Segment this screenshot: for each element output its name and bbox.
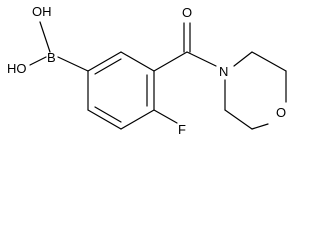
ring-bond-1 [87, 51, 122, 72]
ring-bond-2 [120, 51, 155, 72]
ring-bond-5 [87, 109, 122, 130]
carbonyl-group [153, 22, 217, 72]
atom-amide-nitrogen: N [219, 64, 228, 79]
morpholine-bond-1 [233, 51, 253, 67]
morpholine-bond-4 [251, 123, 269, 130]
morpholine-bond-5 [224, 109, 253, 130]
bond-b-oh-top [39, 21, 51, 53]
chemical-structure: OH HO B O N O F [7, 4, 287, 137]
bond-ring-carbonyl [153, 51, 188, 72]
benzene-ring [87, 51, 155, 130]
atom-boron: B [47, 50, 56, 65]
atom-fluorine: F [178, 122, 186, 137]
atom-ring-oxygen: O [276, 105, 286, 120]
morpholine-ring [224, 51, 287, 130]
ring-double-bond-bottom [94, 106, 122, 123]
morpholine-bond-2 [251, 51, 287, 72]
boronic-acid-group [29, 21, 89, 72]
bond-carbonyl-n [186, 51, 217, 67]
ring-double-bond-top [94, 58, 122, 75]
bond-ring-f [153, 109, 178, 124]
atom-oh-top: OH [32, 4, 52, 19]
ring-bond-4 [120, 109, 155, 130]
bond-b-ring [57, 56, 89, 72]
atom-carbonyl-oxygen: O [182, 5, 192, 20]
bond-b-oh-left [29, 56, 47, 66]
atom-oh-left: HO [7, 61, 27, 76]
